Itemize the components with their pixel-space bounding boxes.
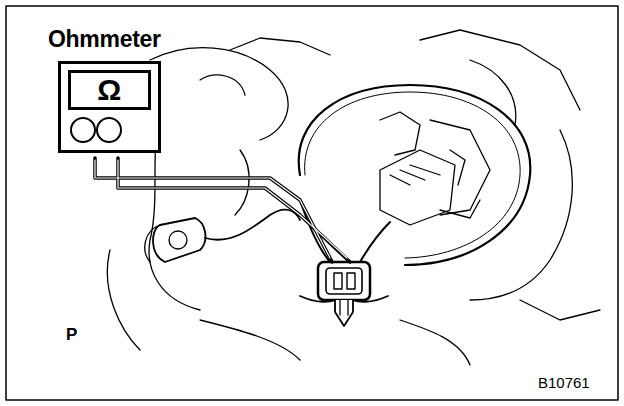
terminal-jack	[96, 117, 122, 143]
meter-display: Ω	[68, 70, 151, 110]
ohmmeter: OhmmeterΩ	[48, 26, 161, 153]
terminal-jack	[70, 117, 96, 143]
meter-title: Ohmmeter	[48, 26, 161, 53]
figure-number: B10761	[536, 374, 592, 391]
meter-terminals	[68, 117, 151, 143]
meter-body: Ω	[58, 61, 161, 153]
view-letter: P	[64, 325, 79, 345]
